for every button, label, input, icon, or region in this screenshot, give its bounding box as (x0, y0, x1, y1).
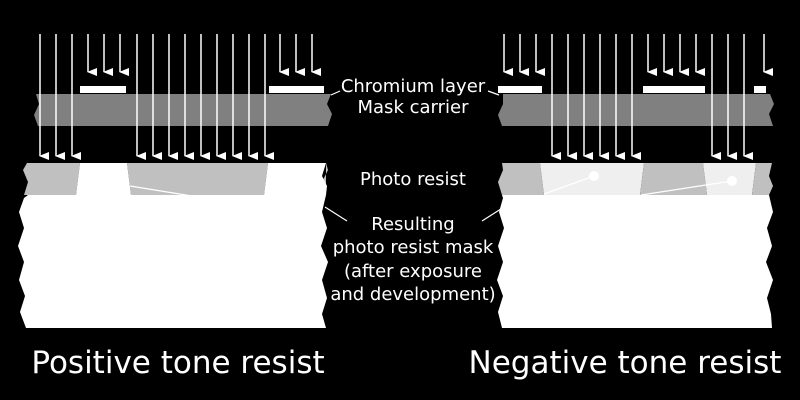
negative-title: Negative tone resist (469, 345, 782, 381)
positive-leader-lines (129, 185, 348, 222)
positive-resist-left (23, 163, 80, 195)
negative-leader-dot-1 (589, 171, 599, 181)
resulting-label-4: and development) (330, 284, 495, 305)
positive-panel: Positive tone resist (18, 34, 348, 381)
negative-chromium-3 (754, 86, 766, 93)
positive-resist-open-right (264, 163, 327, 195)
photo-resist-label: Photo resist (360, 169, 466, 190)
positive-substrate (18, 195, 328, 328)
positive-mask-carrier (34, 94, 332, 126)
negative-chromium-2 (643, 86, 705, 93)
chromium-layer-label: Chromium layer (341, 76, 486, 97)
negative-resist-left (498, 163, 544, 195)
center-labels: Chromium layer Mask carrier Photo resist… (330, 76, 500, 305)
positive-resist-middle (127, 163, 268, 195)
negative-leader-dot-2 (727, 176, 737, 186)
positive-resist-open-left (76, 163, 131, 195)
positive-chromium-1 (80, 86, 126, 93)
label-connectors (330, 90, 500, 96)
negative-substrate (497, 195, 773, 328)
resulting-label-3: (after exposure (344, 261, 482, 282)
negative-chromium-1 (498, 86, 542, 93)
negative-mask-carrier (498, 94, 774, 126)
negative-light-rays (503, 34, 773, 160)
negative-leader-lines (481, 175, 733, 222)
negative-resist-right (752, 163, 773, 195)
resulting-label-1: Resulting (371, 214, 454, 235)
resulting-label-2: photo resist mask (333, 237, 494, 258)
mask-carrier-label: Mask carrier (358, 97, 470, 118)
negative-panel: Negative tone resist (469, 34, 782, 381)
positive-light-rays (39, 34, 321, 160)
positive-title: Positive tone resist (31, 345, 324, 381)
positive-resist-right (322, 163, 328, 195)
positive-chromium-2 (269, 86, 324, 93)
